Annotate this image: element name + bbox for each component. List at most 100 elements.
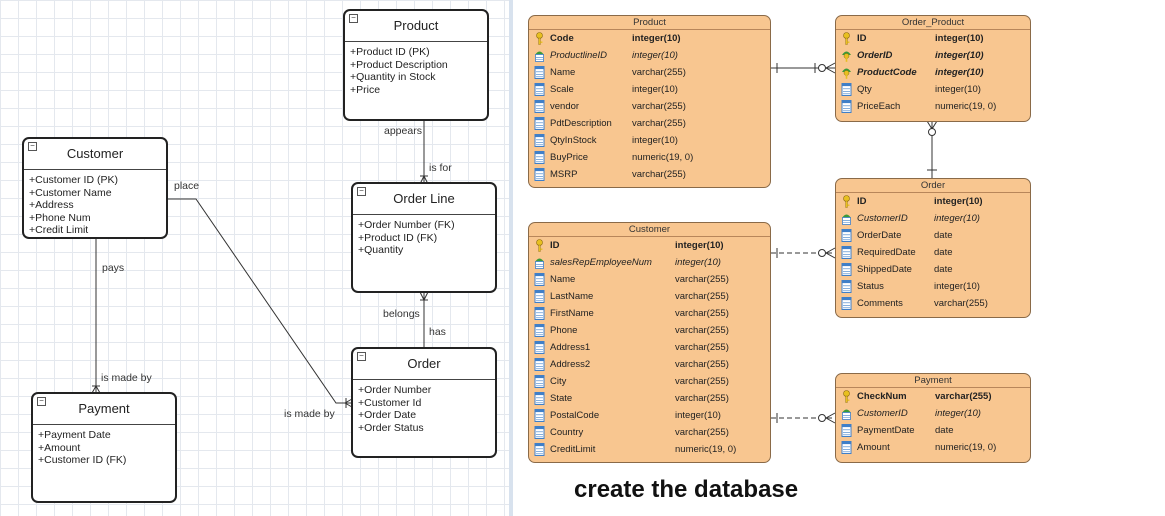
collapse-icon[interactable]: −	[357, 352, 366, 361]
attribute: +Payment Date	[38, 429, 111, 441]
column-name: Qty	[857, 84, 872, 95]
column-type: integer(10)	[675, 410, 721, 421]
primary-foreign-key-icon	[841, 66, 852, 79]
payment-entity[interactable]: −Payment +Payment Date +Amount +Customer…	[31, 392, 177, 503]
column-type: date	[934, 230, 953, 241]
collapse-icon[interactable]: −	[357, 187, 366, 196]
column-type: integer(10)	[935, 33, 984, 44]
product-entity[interactable]: −Product +Product ID (PK) +Product Descr…	[343, 9, 489, 121]
column-icon	[534, 117, 545, 130]
crowfoot-orderline-top	[419, 174, 429, 185]
column-icon	[841, 424, 852, 437]
column-icon	[534, 83, 545, 96]
column-row[interactable]: OrderDate date	[836, 227, 1030, 244]
column-name: salesRepEmployeeNum	[550, 257, 652, 268]
collapse-icon[interactable]: −	[349, 14, 358, 23]
order-entity[interactable]: −Order +Order Number +Customer Id +Order…	[351, 347, 497, 458]
order-line-entity[interactable]: −Order Line +Order Number (FK) +Product …	[351, 182, 497, 293]
collapse-icon[interactable]: −	[37, 397, 46, 406]
column-type: varchar(255)	[632, 118, 686, 129]
column-type: varchar(255)	[675, 342, 729, 353]
collapse-icon[interactable]: −	[28, 142, 37, 151]
entity-title: Order	[836, 179, 1030, 193]
column-icon	[841, 263, 852, 276]
attribute: +Order Number (FK)	[358, 219, 455, 231]
attribute: +Product ID (FK)	[358, 231, 438, 244]
column-type: integer(10)	[935, 84, 981, 95]
entity-title: Product	[529, 16, 770, 30]
column-icon	[534, 134, 545, 147]
column-row[interactable]: PaymentDate date	[836, 422, 1030, 439]
column-name: Phone	[550, 325, 578, 336]
column-type: integer(10)	[934, 196, 983, 207]
column-type: integer(10)	[632, 50, 678, 61]
attribute: +Quantity	[358, 244, 404, 257]
attribute: +Address	[29, 199, 74, 212]
column-name: BuyPrice	[550, 152, 589, 163]
key-icon	[841, 32, 852, 45]
crowfoot-order	[343, 398, 353, 408]
entity-title: Product	[393, 18, 439, 33]
entity-title: Order	[407, 356, 441, 371]
relationship-label-is-made-by-order: is made by	[284, 408, 335, 420]
column-name: PdtDescription	[550, 118, 612, 129]
column-name: QtyInStock	[550, 135, 597, 146]
column-name: OrderDate	[857, 230, 902, 241]
attribute: +Order Status	[358, 421, 424, 434]
attribute: +Product ID (PK)	[350, 46, 430, 58]
column-row[interactable]: PdtDescription varchar(255)	[529, 115, 770, 132]
column-icon	[534, 100, 545, 113]
column-icon	[534, 168, 545, 181]
optional-payment-left	[818, 414, 826, 422]
column-row[interactable]: Qty integer(10)	[836, 81, 1030, 98]
column-type: integer(10)	[632, 84, 678, 95]
column-name: PaymentDate	[857, 425, 915, 436]
column-type: date	[934, 247, 953, 258]
column-name: CustomerID	[857, 213, 908, 224]
customer-entity[interactable]: −Customer +Customer ID (PK) +Customer Na…	[22, 137, 168, 239]
column-type: date	[935, 425, 954, 436]
column-icon	[534, 66, 545, 79]
column-icon	[534, 307, 545, 320]
attribute: +Customer Id	[358, 396, 422, 409]
